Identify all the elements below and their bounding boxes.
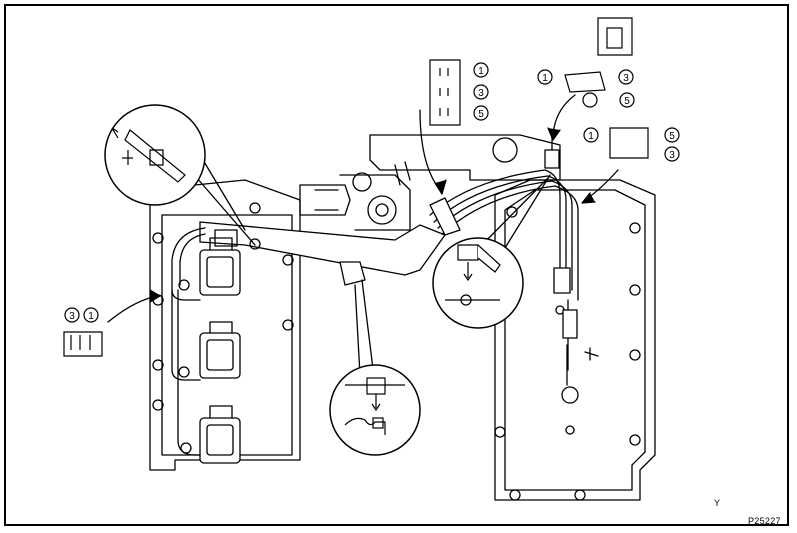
- clamp-right: [583, 127, 680, 162]
- intake-assembly: [299, 134, 561, 231]
- label-top-right-5: 5: [624, 96, 630, 107]
- ignition-coil-middle: [199, 321, 241, 379]
- clamp-left: [63, 307, 103, 357]
- right-cylinder-head: [494, 179, 656, 501]
- corner-mark: Y: [714, 498, 721, 508]
- wire-bundle-left: [171, 227, 206, 456]
- figure-reference-code: P25227: [748, 516, 781, 526]
- label-top-center-3: 3: [478, 88, 484, 99]
- label-right-1: 1: [588, 131, 594, 142]
- inset-detail-bottom-center: [329, 364, 421, 456]
- ignition-coil-upper: [199, 237, 241, 296]
- arrow-top-right: [552, 94, 576, 136]
- label-left-3: 3: [69, 311, 75, 322]
- label-top-right-1: 1: [542, 73, 548, 84]
- label-right-3: 3: [669, 150, 675, 161]
- label-right-5: 5: [669, 131, 675, 142]
- label-top-center-1: 1: [478, 66, 484, 77]
- wire-bundle-right: [429, 137, 579, 404]
- clamp-top-center: [429, 59, 489, 126]
- ignition-coil-lower: [199, 405, 241, 464]
- label-left-1: 1: [88, 311, 94, 322]
- label-top-right-3: 3: [623, 73, 629, 84]
- label-top-center-5: 5: [478, 109, 484, 120]
- clamp-top-right: [537, 17, 635, 108]
- inset-detail-right: [432, 237, 524, 329]
- leader-top-left: [189, 169, 256, 246]
- leader-right: [504, 174, 551, 249]
- harness-bracket: [199, 221, 446, 286]
